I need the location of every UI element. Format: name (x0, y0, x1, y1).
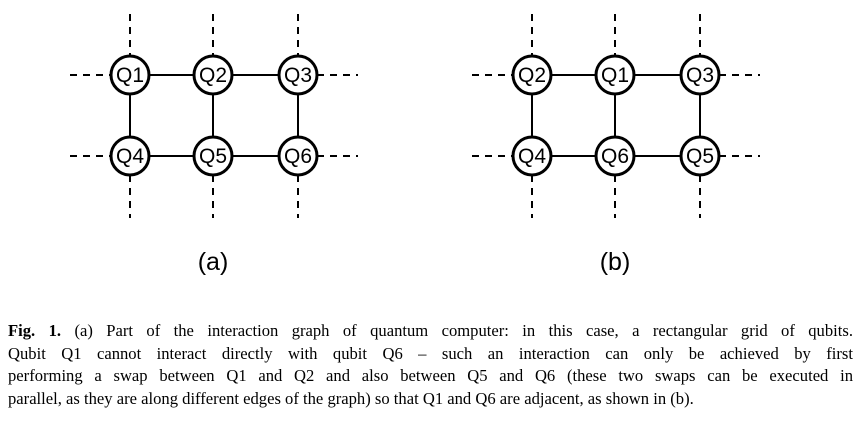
qubit-circle (277, 54, 319, 96)
qubit-label: Q5 (199, 145, 227, 168)
panel-label: (b) (600, 248, 631, 276)
qubit-node: Q4 (109, 135, 151, 177)
qubit-node: Q6 (277, 135, 319, 177)
qubit-node: Q4 (511, 135, 553, 177)
qubit-label: Q5 (686, 145, 714, 168)
caption-text: (a) Part of the interaction graph of qua… (61, 321, 853, 340)
qubit-node: Q5 (679, 135, 721, 177)
qubit-label: Q4 (518, 145, 546, 168)
qubit-circle (511, 135, 553, 177)
qubit-circle (594, 54, 636, 96)
qubit-node: Q5 (192, 135, 234, 177)
qubit-node: Q6 (594, 135, 636, 177)
qubit-label: Q1 (116, 64, 144, 87)
qubit-circle (109, 54, 151, 96)
caption-label: Fig. 1. (8, 321, 62, 340)
qubit-label: Q1 (601, 64, 629, 87)
qubit-node: Q1 (109, 54, 151, 96)
qubit-circle (594, 135, 636, 177)
qubit-circle (679, 54, 721, 96)
qubit-node: Q3 (679, 54, 721, 96)
qubit-label: Q3 (686, 64, 714, 87)
qubit-circle (109, 135, 151, 177)
qubit-circle (192, 54, 234, 96)
qubit-circle (679, 135, 721, 177)
qubit-label: Q3 (284, 64, 312, 87)
caption-line: performing a swap between Q1 and Q2 and … (8, 366, 853, 385)
qubit-label: Q6 (601, 145, 629, 168)
qubit-circle (192, 135, 234, 177)
qubit-node: Q2 (511, 54, 553, 96)
qubit-label: Q6 (284, 145, 312, 168)
qubit-circle (511, 54, 553, 96)
caption-line: Qubit Q1 cannot interact directly with q… (8, 343, 853, 363)
panel-label: (a) (198, 248, 229, 276)
qubit-label: Q4 (116, 145, 144, 168)
qubit-node: Q1 (594, 54, 636, 96)
qubit-label: Q2 (518, 64, 546, 87)
caption-line: Fig. 1. (a) Part of the interaction grap… (8, 320, 853, 343)
qubit-node: Q3 (277, 54, 319, 96)
qubit-circle (277, 135, 319, 177)
caption-line: parallel, as they are along different ed… (8, 388, 694, 408)
qubit-node: Q2 (192, 54, 234, 96)
figure-caption: Fig. 1. (a) Part of the interaction grap… (8, 320, 853, 410)
qubit-label: Q2 (199, 64, 227, 87)
